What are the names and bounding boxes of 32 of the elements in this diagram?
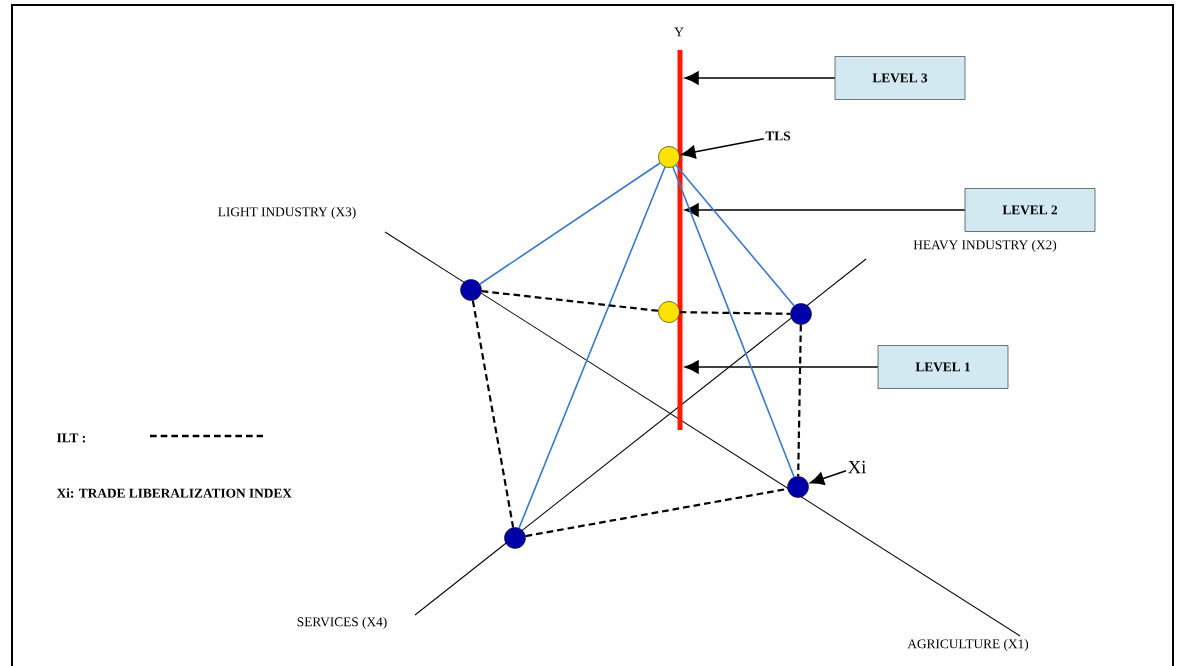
point-dot [460,279,482,301]
point-dot [504,527,526,549]
axis-label: HEAVY INDUSTRY (X2) [913,239,1057,253]
dashed-line [481,290,659,312]
connector-line [479,162,661,285]
legend-text: Xi: TRADE LIBERALIZATION INDEX [56,488,292,498]
point-dot [787,476,809,498]
arrow [684,360,879,374]
point-label: Xi [848,460,866,474]
arrow [810,469,847,485]
connector-line [675,164,795,307]
point-label: TLS [765,131,791,141]
arrow [681,137,765,159]
axis-label: AGRICULTURE (X1) [907,638,1029,652]
point-dot [658,146,680,168]
vertical-axis [677,50,683,430]
point-dot [790,303,812,325]
connector-line [672,166,795,478]
axis-label: LIGHT INDUSTRY (X3) [218,206,356,220]
level-box: LEVEL 1 [877,345,1009,389]
point-dot [658,301,680,323]
axis-label: Y [674,27,684,37]
dashed-line [797,324,802,477]
level-box: LEVEL 2 [964,188,1096,232]
dashed-line [679,311,791,315]
arrow [684,203,966,217]
dashed-line [471,300,515,528]
arrow [684,71,836,85]
axis-label: SERVICES (X4) [297,616,387,630]
connector-line [518,166,666,529]
legend-text: ILT : [57,433,85,443]
level-box: LEVEL 3 [834,56,966,100]
